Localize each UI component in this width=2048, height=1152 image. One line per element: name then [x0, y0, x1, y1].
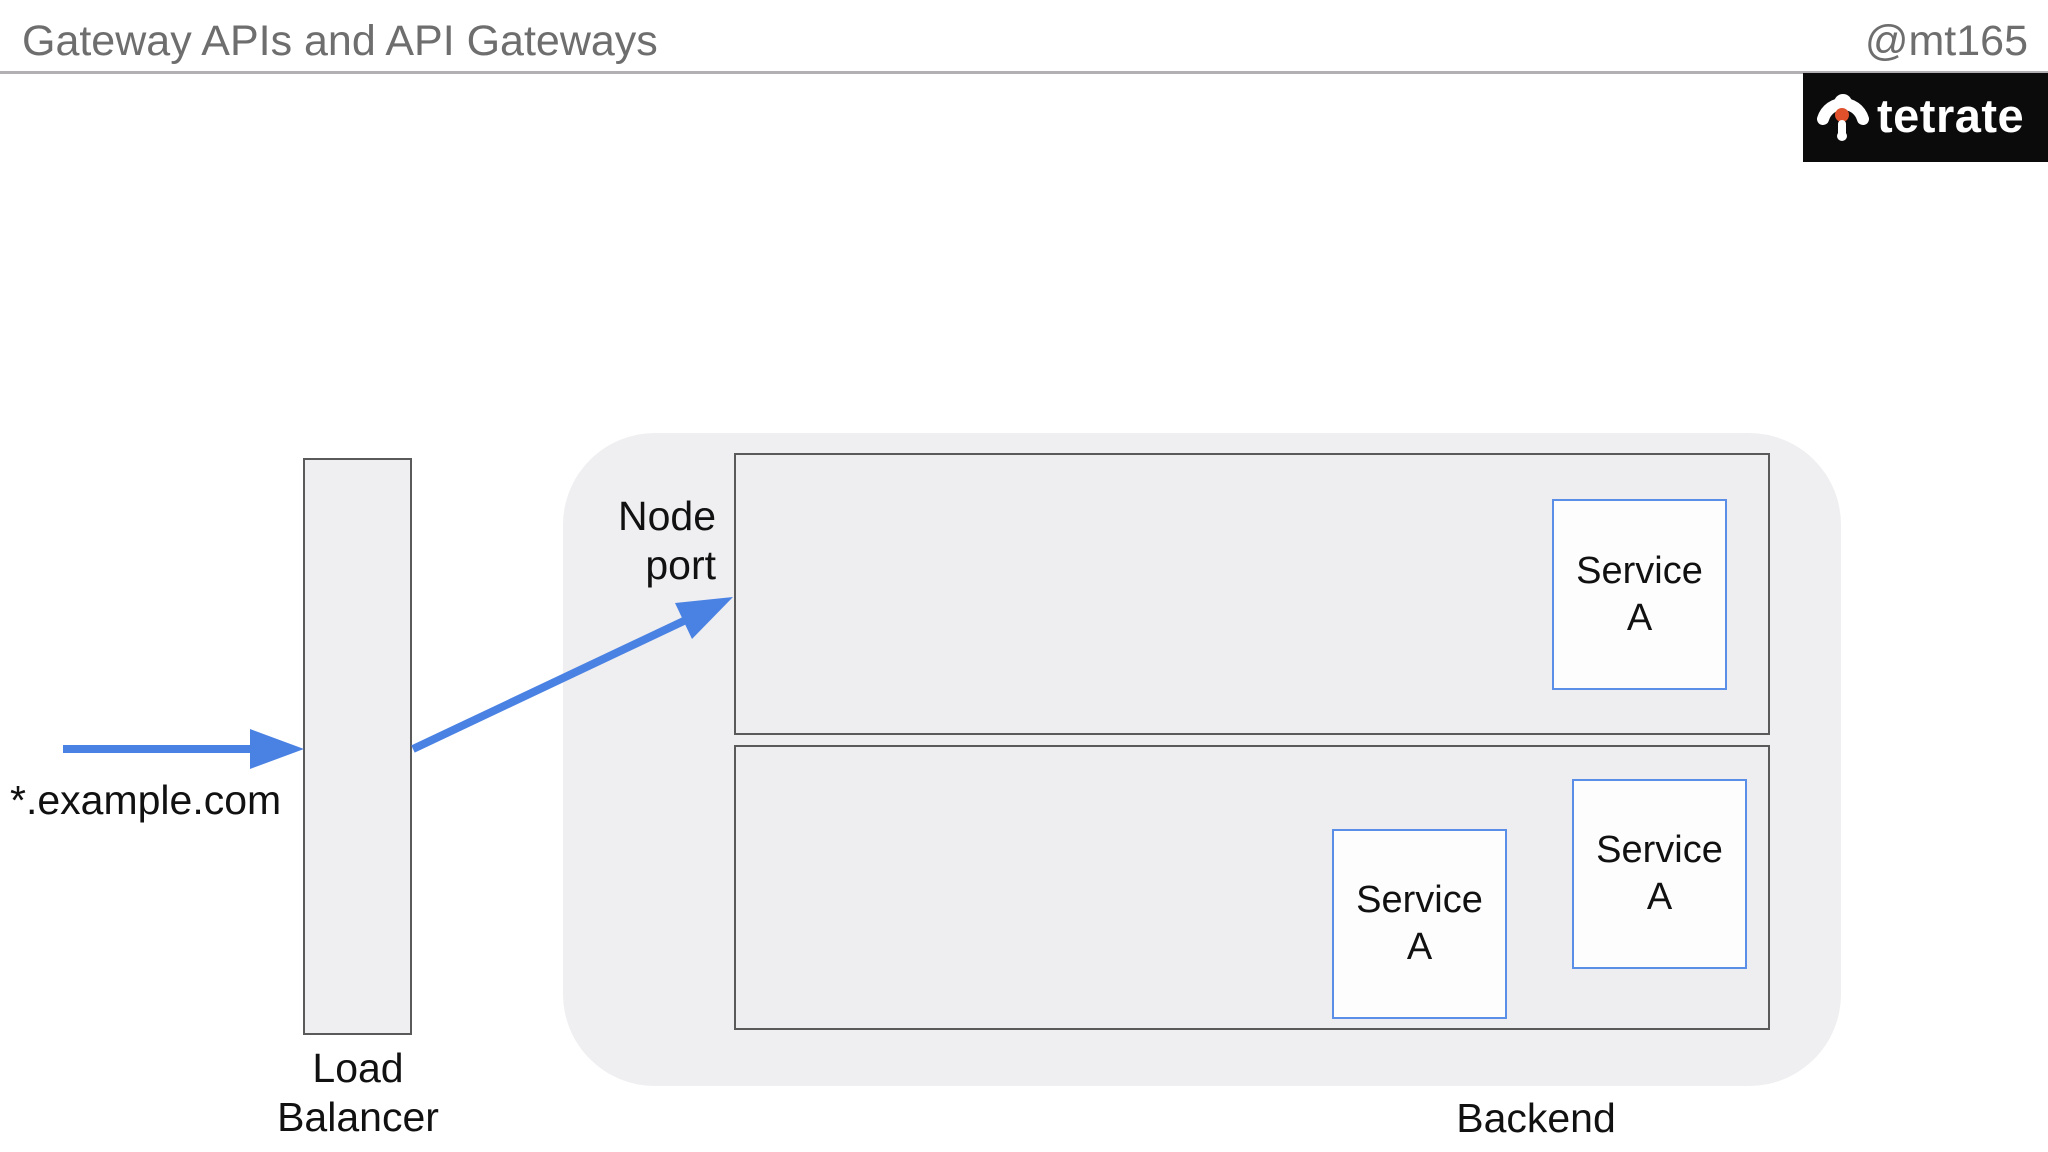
service-a-box: Service A	[1572, 779, 1747, 969]
service-a-box: Service A	[1332, 829, 1507, 1019]
tetrate-logo: tetrate	[1803, 73, 2048, 162]
request-arrow	[63, 729, 304, 769]
domain-label: *.example.com	[10, 777, 282, 823]
node-port-label: Node port	[617, 493, 716, 588]
load-balancer-label: Load Balancer	[277, 1045, 439, 1140]
header-divider	[0, 71, 2048, 74]
page-title: Gateway APIs and API Gateways	[22, 17, 658, 65]
tetrate-logo-text: tetrate	[1877, 89, 2025, 142]
tetrate-mark-icon	[1817, 93, 1869, 141]
author-handle: @mt165	[1864, 17, 2028, 65]
load-balancer-shape	[303, 458, 412, 1035]
backend-label: Backend	[1456, 1095, 1616, 1141]
service-a-box: Service A	[1552, 499, 1727, 690]
